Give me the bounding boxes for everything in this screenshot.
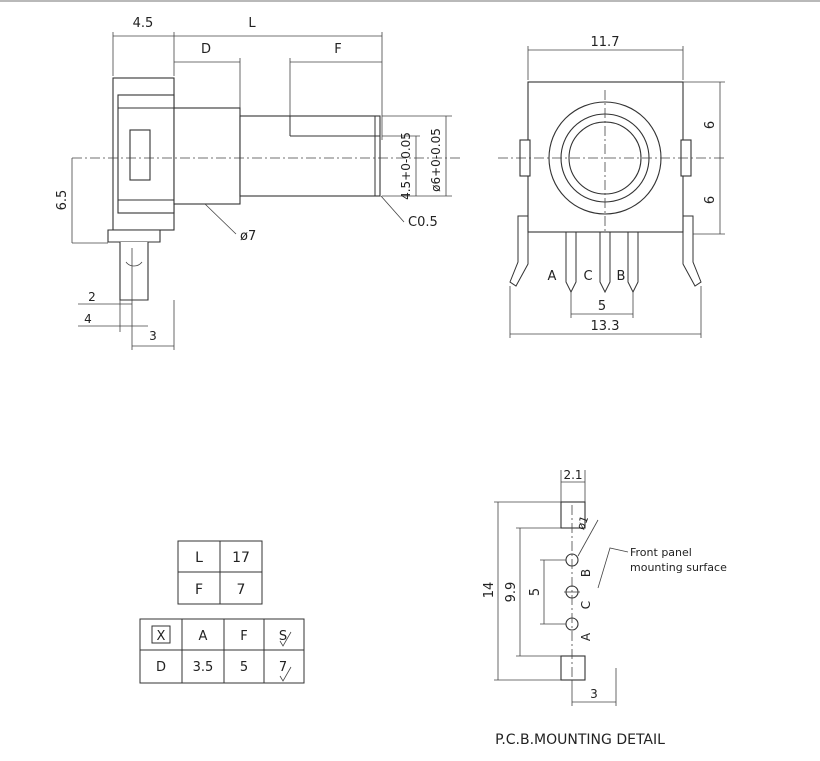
note-leader: [597, 547, 629, 589]
table-lf-value: 17: [232, 550, 250, 566]
top-slot: [560, 501, 586, 529]
dim-label-l: L: [248, 16, 256, 31]
bushing: [173, 107, 241, 205]
dim-label-2-1: 2.1: [563, 468, 582, 482]
front-view: 11.7 A C B 5 13.3: [498, 35, 725, 338]
pin-label-c: C: [579, 601, 593, 609]
housing-window: [129, 129, 151, 181]
dim-label-11-7: 11.7: [591, 35, 620, 50]
dim-label-5: 5: [598, 299, 606, 314]
pcb-caption: P.C.B.MOUNTING DETAIL: [495, 732, 665, 748]
shaft: [239, 115, 381, 197]
dim-label-6-5: 6.5: [55, 190, 70, 211]
dim-label-2: 2: [88, 290, 96, 304]
mounting-tab: [107, 229, 161, 243]
terminal-curve: [125, 261, 143, 267]
terminal-leg: [119, 242, 149, 301]
dim-label-hole: ø1: [574, 514, 591, 531]
dimension-table-lf: L 17 F 7: [177, 540, 263, 605]
check-mark-icon: [279, 631, 292, 647]
dim-label-13-3: 13.3: [591, 319, 620, 334]
dim-label-bushing: ø7: [240, 229, 256, 244]
dim-label-6-upper: 6: [703, 121, 718, 129]
pin-label-b: B: [579, 569, 593, 577]
leader-line: [204, 203, 237, 235]
mounting-leg-left: [509, 215, 529, 287]
dim-label-shaft: ø6+0-0.05: [429, 128, 443, 192]
dim-label-14: 14: [482, 582, 497, 599]
table-options-border: [139, 618, 305, 684]
dim-label-3: 3: [590, 687, 598, 701]
dimension-table-options: X A F S D 3.5 5 7: [139, 618, 305, 684]
mounting-leg-right: [682, 215, 702, 287]
boxed-x-frame: [151, 625, 171, 644]
table-header-a: A: [199, 629, 208, 644]
note-line-1: Front panel: [630, 546, 692, 559]
dim-label-d: D: [201, 42, 211, 57]
leader-line: [380, 195, 405, 223]
dim-label-5: 5: [528, 588, 543, 596]
table-cell-d: D: [156, 660, 166, 675]
dim-label-9-9: 9.9: [504, 582, 519, 603]
pin-label-a: A: [548, 269, 557, 284]
pin-label-a: A: [579, 632, 593, 641]
dim-label-3: 3: [149, 329, 157, 343]
table-lf-key: L: [195, 550, 203, 566]
table-header-f: F: [240, 629, 247, 644]
table-lf-key: F: [195, 582, 203, 598]
check-mark-icon: [279, 666, 292, 682]
table-header-x: X: [157, 629, 166, 644]
pin-c: [599, 232, 611, 294]
dim-label-6-lower: 6: [703, 196, 718, 204]
terminal-pins: [565, 232, 639, 294]
dim-label-f: F: [334, 42, 341, 57]
dim-label-4-5: 4.5: [133, 16, 154, 31]
dim-label-4: 4: [84, 312, 92, 326]
table-cell-7: 7: [279, 660, 287, 675]
pin-a: [565, 232, 577, 294]
note-line-2: mounting surface: [630, 561, 727, 574]
pin-b: [627, 232, 639, 294]
table-cell-5: 5: [240, 660, 248, 675]
dim-label-flat: 4.5+0-0.05: [399, 132, 413, 200]
table-lf-value: 7: [237, 582, 246, 598]
bottom-slot: [560, 655, 586, 681]
table-cell-3-5: 3.5: [193, 660, 214, 675]
leader-line: [577, 519, 599, 557]
pin-label-b: B: [617, 269, 626, 284]
side-view: 4.5 L D F 6.5 4.5+0-0.05 ø6+0-0.0: [55, 16, 460, 350]
pcb-mounting-detail: 2.1 B C A ø1 Front panel mounting surfac…: [482, 468, 727, 748]
pin-label-c: C: [583, 269, 592, 284]
table-header-s: S: [279, 629, 287, 644]
dim-label-chamfer: C0.5: [408, 215, 438, 230]
